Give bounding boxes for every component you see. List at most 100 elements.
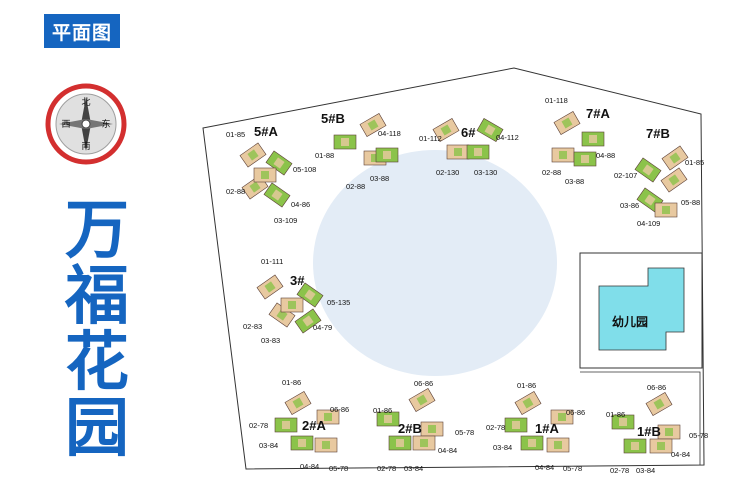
unit-label: 01-85 — [226, 130, 246, 139]
building-room — [484, 124, 496, 136]
building-3: 3# — [290, 273, 305, 288]
compass-south: 南 — [81, 140, 90, 152]
building-room — [644, 194, 656, 206]
unit-label: 03-130 — [474, 168, 498, 177]
building-room — [528, 439, 536, 447]
unit-label: 02-78 — [486, 423, 506, 432]
unit-label: 01-86 — [606, 410, 626, 419]
building-room — [247, 149, 259, 161]
unit-label: 04-109 — [637, 219, 661, 228]
building-6: 6# — [461, 125, 476, 140]
unit-label: 02-130 — [436, 168, 460, 177]
building-cluster — [274, 391, 340, 453]
building-room — [559, 151, 567, 159]
building-cluster — [256, 274, 324, 334]
building-room — [288, 301, 296, 309]
unit-label: 03-84 — [636, 466, 656, 475]
unit-label: 06-86 — [414, 379, 434, 388]
title-char: 园 — [65, 392, 129, 466]
building-room — [619, 418, 627, 426]
kindergarten-building — [598, 267, 685, 351]
title-char: 花 — [65, 326, 129, 400]
unit-label: 06-86 — [647, 383, 667, 392]
building-room — [271, 189, 283, 201]
unit-label: 05-78 — [329, 464, 349, 473]
building-room — [589, 135, 597, 143]
unit-label: 03-84 — [493, 443, 513, 452]
building-cluster — [611, 392, 681, 454]
building-cluster — [432, 118, 504, 160]
building-room — [657, 442, 665, 450]
building-room — [428, 425, 436, 433]
unit-label: 01-85 — [685, 158, 705, 167]
building-2a: 2#A — [302, 418, 326, 433]
unit-label: 04-86 — [291, 200, 311, 209]
unit-label: 05-78 — [689, 431, 709, 440]
unit-label: 05-108 — [293, 165, 317, 174]
building-room — [261, 171, 269, 179]
unit-label: 01-86 — [282, 378, 302, 387]
building-room — [396, 439, 404, 447]
building-5b: 5#B — [321, 111, 345, 126]
unit-label: 05-78 — [455, 428, 475, 437]
unit-label: 05-88 — [681, 198, 701, 207]
unit-label: 04-84 — [671, 450, 691, 459]
building-room — [554, 441, 562, 449]
building-room — [631, 442, 639, 450]
building-cluster — [551, 111, 605, 167]
building-room — [383, 151, 391, 159]
central-plaza — [313, 150, 557, 376]
community-title: 万 福 花 园 — [60, 198, 134, 462]
building-room — [416, 394, 428, 406]
building-room — [371, 154, 379, 162]
unit-label: 02-88 — [226, 187, 246, 196]
building-room — [264, 281, 276, 293]
unit-label: 01-86 — [517, 381, 537, 390]
unit-label: 02-78 — [610, 466, 630, 475]
building-room — [292, 397, 304, 409]
unit-label: 01-88 — [315, 151, 335, 160]
building-1b: 1#B — [637, 424, 661, 439]
unit-label: 01-118 — [545, 96, 568, 105]
building-room — [669, 152, 681, 164]
building-room — [665, 428, 673, 436]
building-2b: 2#B — [398, 421, 422, 436]
unit-label: 02-83 — [243, 322, 263, 331]
compass-east: 东 — [101, 118, 110, 130]
building-cluster — [333, 113, 399, 166]
building-1a: 1#A — [535, 421, 559, 436]
building-room — [522, 397, 534, 409]
building-room — [581, 155, 589, 163]
unit-label: 01-86 — [373, 406, 393, 415]
building-7b: 7#B — [646, 126, 670, 141]
building-room — [561, 117, 573, 129]
compass-north: 北 — [81, 97, 90, 108]
unit-label: 03-84 — [404, 464, 424, 473]
building-cluster — [239, 142, 293, 208]
unit-label: 04-84 — [438, 446, 458, 455]
building-cluster — [634, 145, 689, 218]
building-room — [249, 181, 261, 193]
unit-label: 04-112 — [496, 133, 519, 142]
unit-label: 02-107 — [614, 171, 638, 180]
building-room — [367, 119, 379, 131]
unit-label: 01-111 — [261, 257, 284, 266]
building-room — [304, 289, 316, 301]
unit-label: 03-109 — [274, 216, 298, 225]
unit-label: 03-84 — [259, 441, 279, 450]
building-room — [420, 439, 428, 447]
unit-label: 02-78 — [249, 421, 269, 430]
unit-label: 03-86 — [620, 201, 640, 210]
unit-label: 05-135 — [327, 298, 351, 307]
unit-label: 03-88 — [370, 174, 390, 183]
building-room — [298, 439, 306, 447]
unit-label: 04-84 — [300, 462, 320, 471]
unit-label: 03-88 — [565, 177, 585, 186]
title-char: 福 — [65, 260, 129, 334]
unit-label: 02-88 — [346, 182, 366, 191]
building-room — [273, 157, 285, 169]
building-5a: 5#A — [254, 124, 278, 139]
compass-icon: 北 南 西 东 — [45, 83, 127, 165]
unit-label: 04-84 — [535, 463, 555, 472]
